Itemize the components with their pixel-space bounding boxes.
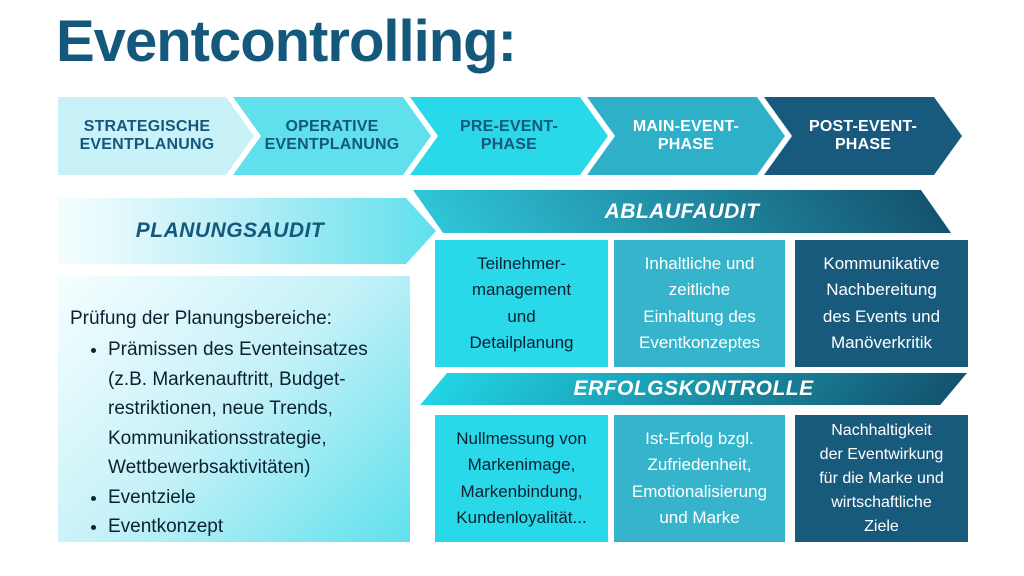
erfolgskontrolle-label: ERFOLGSKONTROLLE bbox=[573, 377, 814, 400]
planungsaudit-banner: PLANUNGSAUDIT bbox=[58, 198, 436, 264]
phase-label: POST-EVENT- PHASE bbox=[809, 117, 917, 153]
phase-main-event: MAIN-EVENT- PHASE bbox=[587, 97, 785, 175]
phase-label: PRE-EVENT- PHASE bbox=[459, 117, 558, 153]
phase-post-event: POST-EVENT- PHASE bbox=[764, 97, 962, 175]
planungsaudit-label: PLANUNGSAUDIT bbox=[135, 219, 325, 242]
ablaufaudit-banner: ABLAUFAUDIT bbox=[413, 190, 952, 233]
page-title: Eventcontrolling: bbox=[56, 9, 517, 74]
planungsaudit-details-box: Prüfung der Planungsbereiche: Prämissen … bbox=[58, 276, 410, 542]
erfolgskontrolle-box-nachhaltigkeit: Nachhaltigkeit der Eventwirkung für die … bbox=[795, 415, 968, 542]
erfolgskontrolle-box-nullmessung: Nullmessung von Markenimage, Markenbindu… bbox=[435, 415, 608, 542]
phase-pre-event: PRE-EVENT- PHASE bbox=[410, 97, 608, 175]
phase-label: MAIN-EVENT- PHASE bbox=[632, 117, 740, 153]
ablaufaudit-box-nachbereitung: Kommunikative Nachbereitung des Events u… bbox=[795, 240, 968, 367]
planungsaudit-details-heading: Prüfung der Planungsbereiche: bbox=[70, 308, 332, 329]
list-item: Eventkonzept bbox=[108, 512, 400, 541]
phase-operative-eventplanung: OPERATIVE EVENTPLANUNG bbox=[233, 97, 431, 175]
erfolgskontrolle-box-ist-erfolg: Ist-Erfolg bzgl. Zufriedenheit, Emotiona… bbox=[614, 415, 785, 542]
ablaufaudit-box-teilnehmermanagement: Teilnehmer- management und Detailplanung bbox=[435, 240, 608, 367]
erfolgskontrolle-banner: ERFOLGSKONTROLLE bbox=[420, 373, 967, 405]
phase-label: OPERATIVE EVENTPLANUNG bbox=[264, 117, 400, 153]
ablaufaudit-box-einhaltung: Inhaltliche und zeitliche Einhaltung des… bbox=[614, 240, 785, 367]
phase-label: STRATEGISCHE EVENTPLANUNG bbox=[79, 117, 215, 153]
list-item: Prämissen des Eventeinsatzes (z.B. Marke… bbox=[108, 335, 400, 482]
planungsaudit-details-list: Prämissen des Eventeinsatzes (z.B. Marke… bbox=[70, 335, 400, 541]
phase-strategische-eventplanung: STRATEGISCHE EVENTPLANUNG bbox=[58, 97, 254, 175]
list-item: Eventziele bbox=[108, 483, 400, 512]
ablaufaudit-label: ABLAUFAUDIT bbox=[604, 199, 760, 223]
